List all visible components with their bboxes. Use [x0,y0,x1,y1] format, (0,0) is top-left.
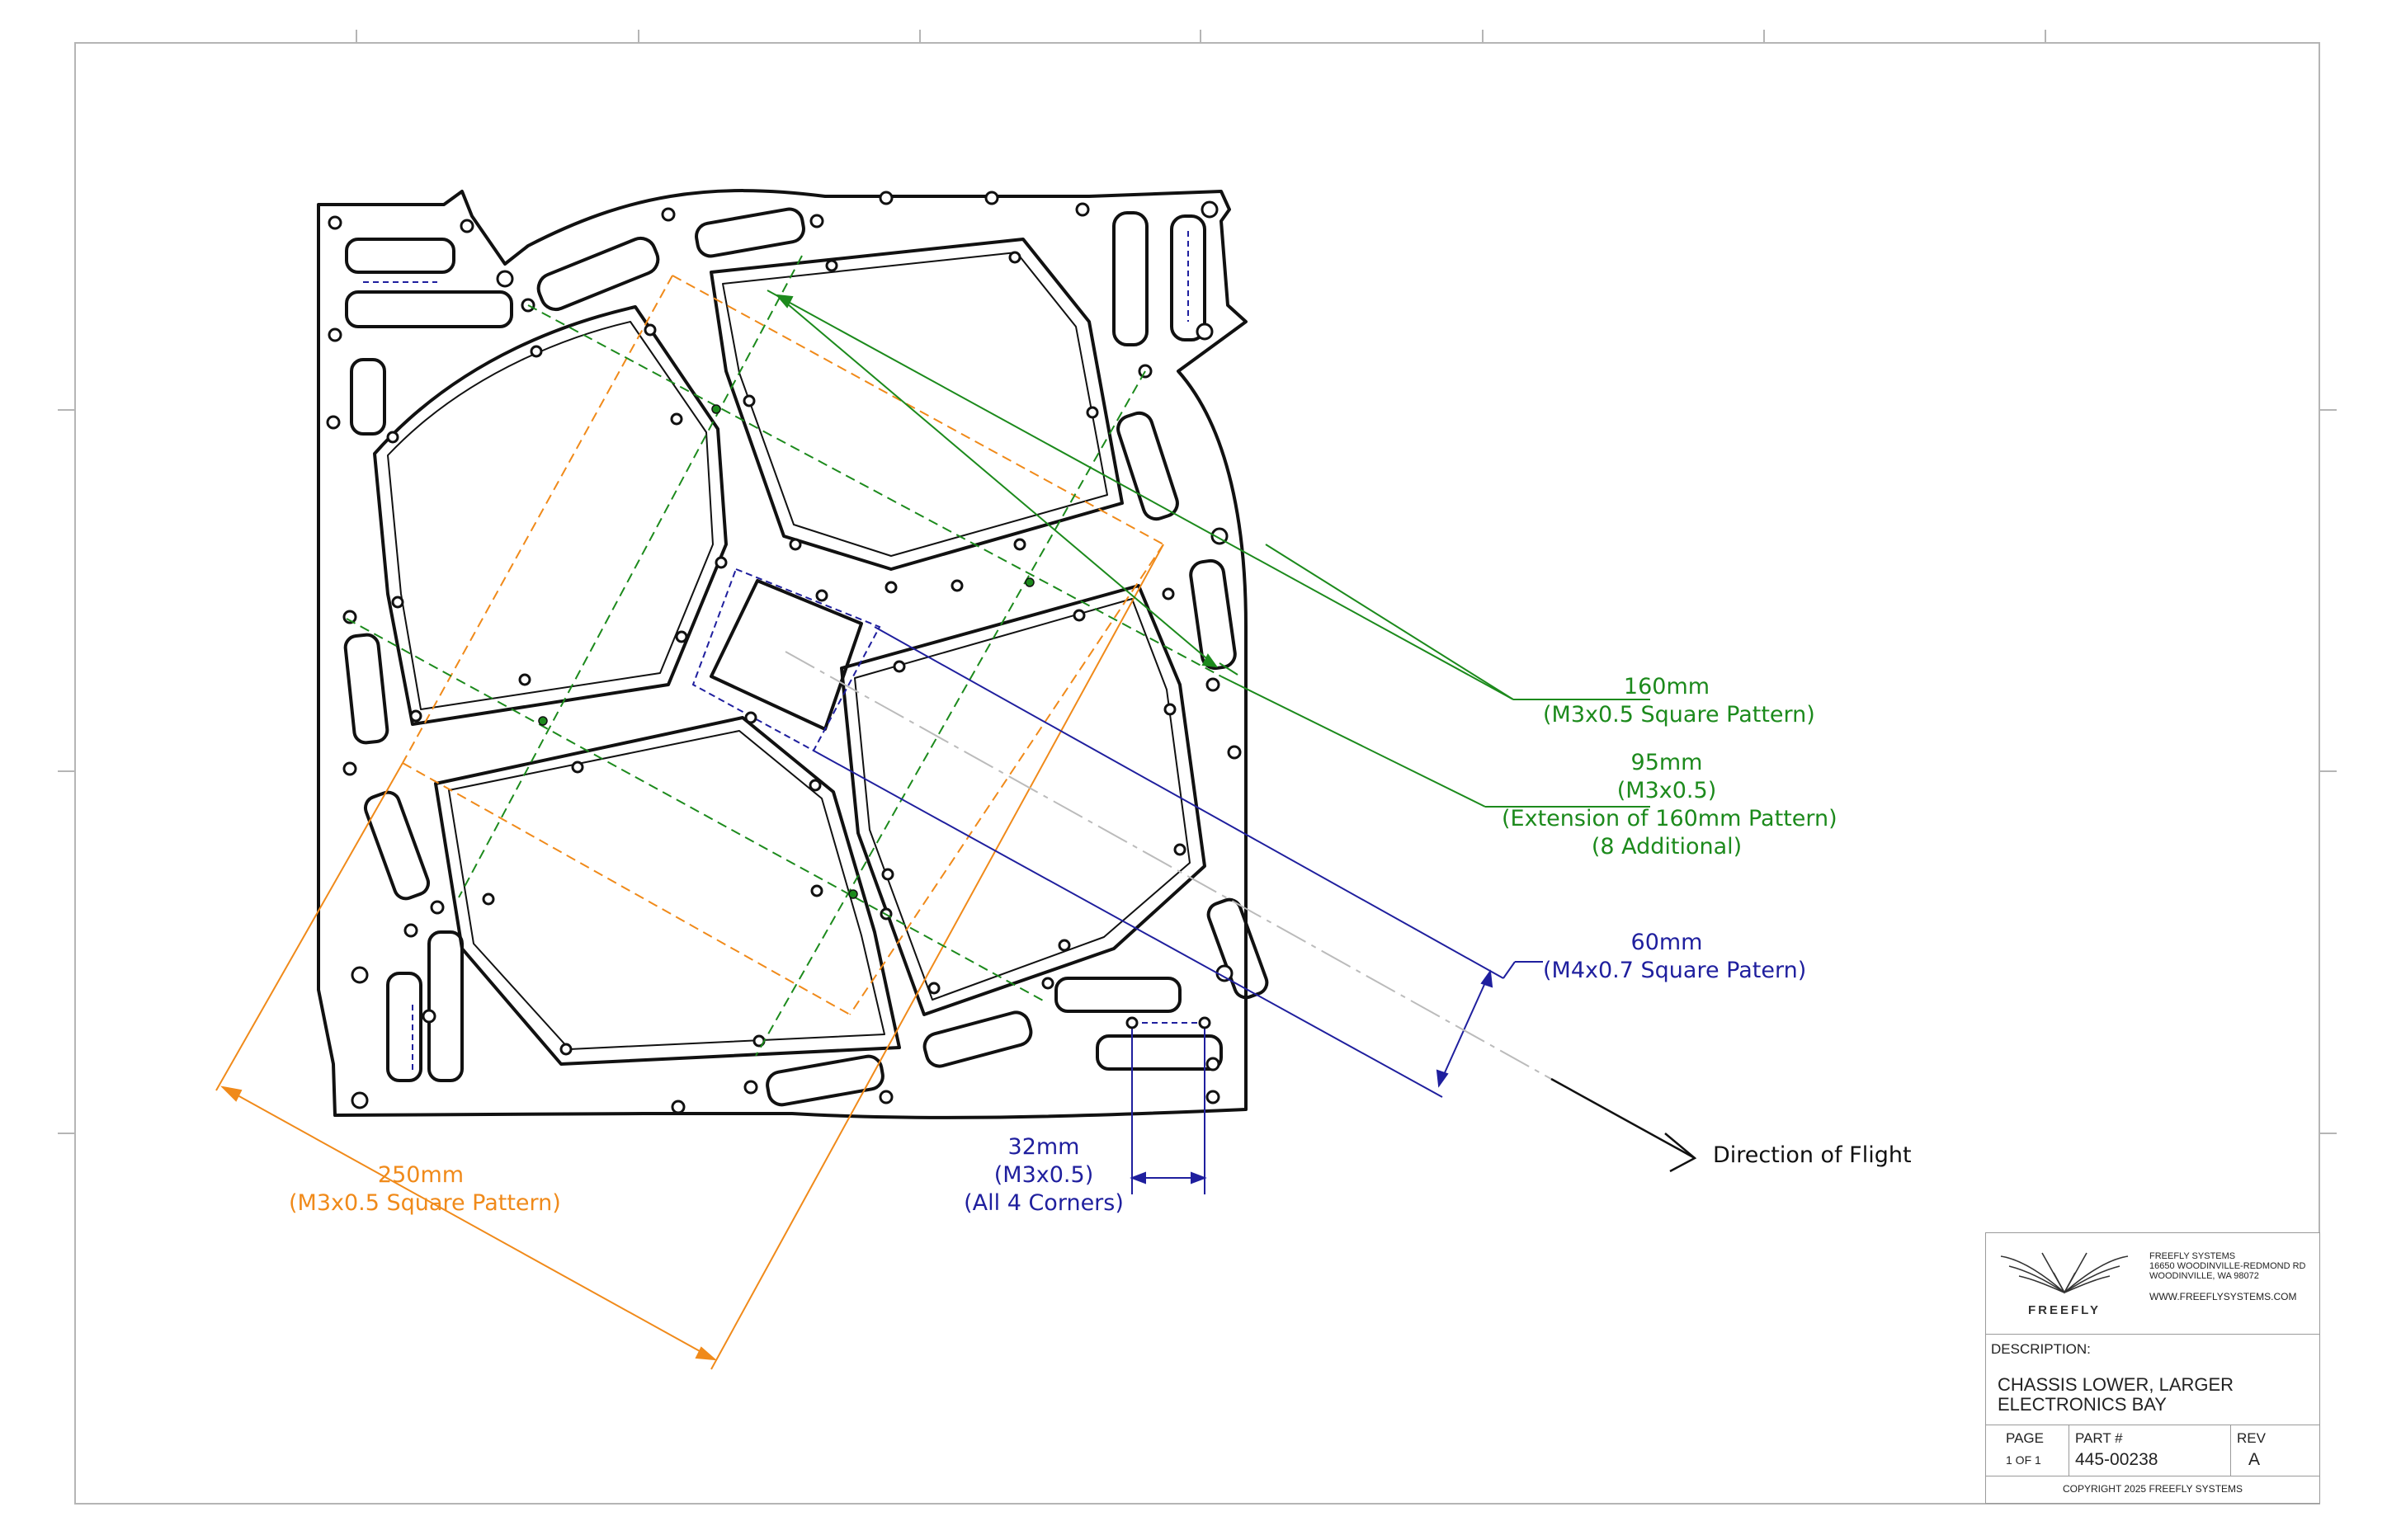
cell-bottom-right [840,584,1206,1016]
rev-value: A [2248,1450,2261,1469]
navy-60mm-pattern [813,626,1543,1098]
description-row: DESCRIPTION: CHASSIS LOWER, LARGER ELECT… [1986,1334,2319,1425]
company-address: FREEFLY SYSTEMS 16650 WOODINVILLE-REDMON… [2149,1251,2314,1281]
dim-250mm-spec: (M3x0.5 Square Pattern) [289,1190,561,1216]
description-line-2: ELECTRONICS BAY [1998,1394,2167,1415]
logo-wordmark: FREEFLY [2028,1303,2101,1317]
dim-60mm-value: 60mm [1630,930,1703,955]
title-block: FREEFLY FREEFLY SYSTEMS 16650 WOODINVILL… [1985,1232,2320,1504]
dim-32mm-thread: (M3x0.5) [993,1162,1094,1188]
dim-250mm-value: 250mm [377,1162,465,1188]
part-number-value: 445-00238 [2075,1450,2158,1469]
copyright-text: COPYRIGHT 2025 FREEFLY SYSTEMS [2062,1483,2243,1495]
dim-160mm-label: 160mm (M3x0.5 Square Pattern) [1543,673,1815,729]
orange-250mm-pattern [215,275,1164,1370]
company-website: WWW.FREEFLYSYSTEMS.COM [2149,1291,2297,1302]
dim-32mm-note: (All 4 Corners) [964,1190,1124,1216]
address-line-1: 16650 WOODINVILLE-REDMOND RD [2149,1261,2306,1271]
dim-95mm-value: 95mm [1630,750,1703,775]
page-label: PAGE [2006,1430,2044,1446]
dim-160mm-value: 160mm [1623,674,1710,699]
dim-250mm-label: 250mm (M3x0.5 Square Pattern) [289,1161,561,1217]
dim-95mm-label: 95mm (M3x0.5) (Extension of 160mm Patter… [1502,749,1837,861]
plate-outline [317,189,1248,1119]
mount-holes [326,191,1242,1114]
part-row: PAGE 1 OF 1 PART # 445-00238 REV A [1986,1425,2319,1476]
freefly-logo-icon: FREEFLY [2000,1252,2129,1317]
flight-direction-line [785,651,1697,1173]
green-160mm-pattern [346,255,1650,1057]
cell-cutouts [373,238,1206,1066]
copyright-row: COPYRIGHT 2025 FREEFLY SYSTEMS [1986,1476,2319,1505]
cell-top-right [710,238,1124,571]
hole-links [363,231,1205,1072]
direction-of-flight-label: Direction of Flight [1713,1142,1912,1168]
dim-32mm-value: 32mm [1007,1134,1080,1160]
dim-95mm-note: (Extension of 160mm Pattern) [1502,806,1837,831]
rev-label: REV [2237,1430,2266,1446]
slots [343,207,1269,1107]
address-line-2: WOODINVILLE, WA 98072 [2149,1271,2259,1281]
dim-60mm-label: 60mm (M4x0.7 Square Patern) [1543,929,1807,985]
dim-160mm-spec: (M3x0.5 Square Pattern) [1543,702,1815,728]
dim-32mm-label: 32mm (M3x0.5) (All 4 Corners) [949,1133,1139,1217]
dim-60mm-spec: (M4x0.7 Square Patern) [1543,958,1807,983]
description-label: DESCRIPTION: [1991,1341,2091,1357]
pattern-dots [538,404,1035,899]
navy-32mm-pattern [1125,1016,1211,1194]
dim-95mm-count: (8 Additional) [1591,834,1743,859]
page-value: 1 OF 1 [2006,1453,2041,1467]
chassis-plate [317,189,1248,1119]
dim-95mm-thread: (M3x0.5) [1616,778,1717,803]
cell-top-left [373,305,728,726]
description-line-1: CHASSIS LOWER, LARGER [1998,1374,2234,1395]
company-name: FREEFLY SYSTEMS [2149,1251,2236,1261]
sheet-border [58,30,2337,1505]
part-number-label: PART # [2075,1430,2123,1446]
cell-bottom-left [434,716,901,1066]
